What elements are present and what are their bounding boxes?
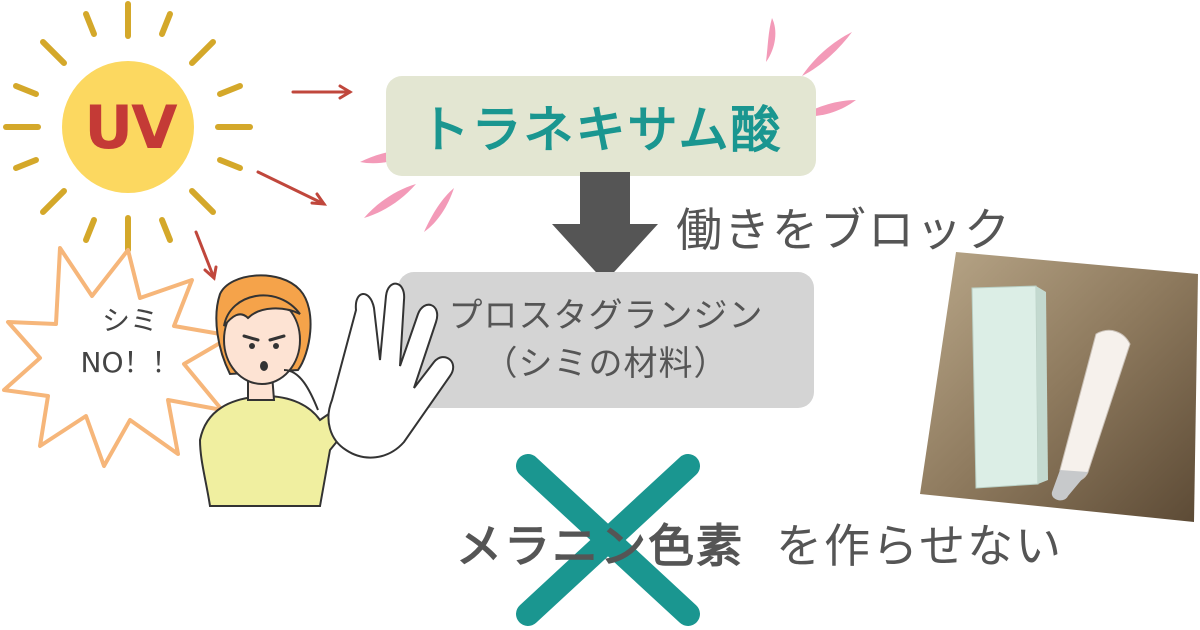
product-photo xyxy=(920,252,1198,522)
woman-stop-illustration xyxy=(198,274,455,507)
prostaglandin-note: （シミの材料） xyxy=(483,344,729,384)
uv-arrows xyxy=(194,84,353,281)
uv-label: UV xyxy=(84,93,177,163)
tranexamic-acid-box: トラネキサム酸 xyxy=(386,76,816,176)
bottom-text: メラニン色素を作らせない xyxy=(456,510,1063,576)
burst-text: シミ NO！！ xyxy=(60,300,200,384)
prostaglandin-box: プロスタグランジン （シミの材料） xyxy=(398,272,814,408)
burst-line1: シミ xyxy=(101,304,158,337)
prevent-label: を作らせない xyxy=(776,519,1064,573)
burst-line2: NO！！ xyxy=(80,346,180,379)
block-label: 働きをブロック xyxy=(676,203,1012,257)
tranexamic-acid-label: トラネキサム酸 xyxy=(419,101,783,159)
melanin-label: メラニン色素 xyxy=(456,519,744,573)
uv-arrow-diagonal xyxy=(256,170,326,206)
explosion-burst-icon xyxy=(2,246,234,468)
sun-icon xyxy=(3,1,253,253)
uv-arrow-down xyxy=(194,230,216,280)
cross-icon xyxy=(516,454,700,626)
prostaglandin-label: プロスタグランジン xyxy=(448,296,764,336)
down-arrow-icon xyxy=(552,172,658,282)
